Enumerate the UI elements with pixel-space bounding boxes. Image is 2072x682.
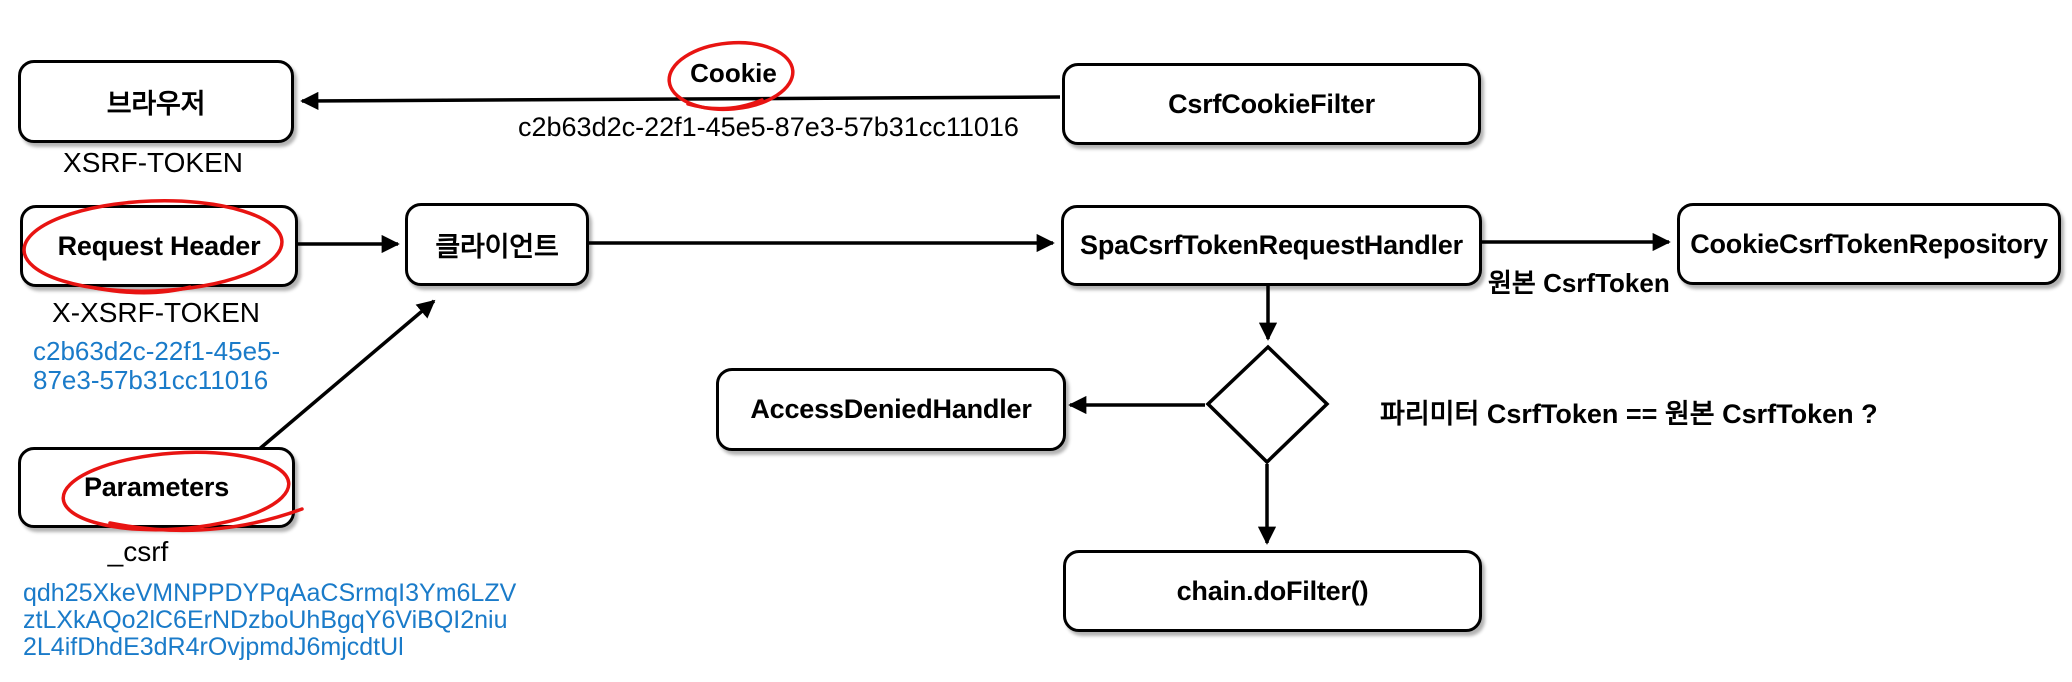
parameters-token-line3: 2L4ifDhdE3dR4rOvjpmdJ6mjcdtUl <box>23 633 404 661</box>
node-request-header: Request Header <box>20 205 298 287</box>
node-csrf-cookie-filter-label: CsrfCookieFilter <box>1168 88 1375 119</box>
node-chain-do-filter: chain.doFilter() <box>1063 550 1482 632</box>
node-browser-label: 브라우저 <box>106 89 206 119</box>
node-request-header-label: Request Header <box>57 230 261 261</box>
arrow-cookiefilter-to-browser <box>300 91 1061 111</box>
request-header-token-value: c2b63d2c-22f1-45e5- 87e3-57b31cc11016 <box>33 337 280 395</box>
red-circle-request-header-tail <box>93 285 192 295</box>
node-access-denied-handler: AccessDeniedHandler <box>716 368 1066 451</box>
node-spa-handler-label: SpaCsrfTokenRequestHandler <box>1080 230 1463 260</box>
decision-diamond <box>1205 344 1330 465</box>
cookie-edge-token-value: c2b63d2c-22f1-45e5-87e3-57b31cc11016 <box>518 112 1019 142</box>
request-header-token-line2: 87e3-57b31cc11016 <box>33 365 269 395</box>
parameters-token-line1: qdh25XkeVMNPPDYPqAaCSrmqI3Ym6LZV <box>23 579 517 607</box>
node-cookie-repository-label: CookieCsrfTokenRepository <box>1690 228 2048 259</box>
node-spa-csrf-token-request-handler: SpaCsrfTokenRequestHandler <box>1061 205 1482 286</box>
request-header-token-line1: c2b63d2c-22f1-45e5- <box>33 336 281 366</box>
browser-cookie-name-label: XSRF-TOKEN <box>63 147 243 178</box>
request-header-name-label: X-XSRF-TOKEN <box>52 297 260 328</box>
node-cookie-csrf-token-repository: CookieCsrfTokenRepository <box>1677 203 2061 285</box>
node-browser: 브라우저 <box>18 60 294 143</box>
parameters-token-value: qdh25XkeVMNPPDYPqAaCSrmqI3Ym6LZV ztLXkAQ… <box>23 580 516 661</box>
node-parameters: Parameters <box>18 447 295 528</box>
node-access-denied-label: AccessDeniedHandler <box>750 394 1032 424</box>
node-csrf-cookie-filter: CsrfCookieFilter <box>1062 63 1481 145</box>
parameters-csrf-name-label: _csrf <box>107 536 169 567</box>
decision-condition-label: 파리미터 CsrfToken == 원본 CsrfToken ? <box>1380 399 1878 429</box>
node-parameters-label: Parameters <box>83 472 230 502</box>
node-client-label: 클라이언트 <box>435 232 559 262</box>
red-circle-cookie-tail <box>686 98 764 111</box>
origin-csrf-token-label: 원본 CsrfToken <box>1488 268 1670 298</box>
node-client: 클라이언트 <box>405 203 589 286</box>
node-chain-do-filter-label: chain.doFilter() <box>1176 575 1369 606</box>
cookie-edge-label: Cookie <box>690 58 777 88</box>
parameters-token-line2: ztLXkAQo2lC6ErNDzboUhBgqY6ViBQI2niu <box>23 606 508 634</box>
